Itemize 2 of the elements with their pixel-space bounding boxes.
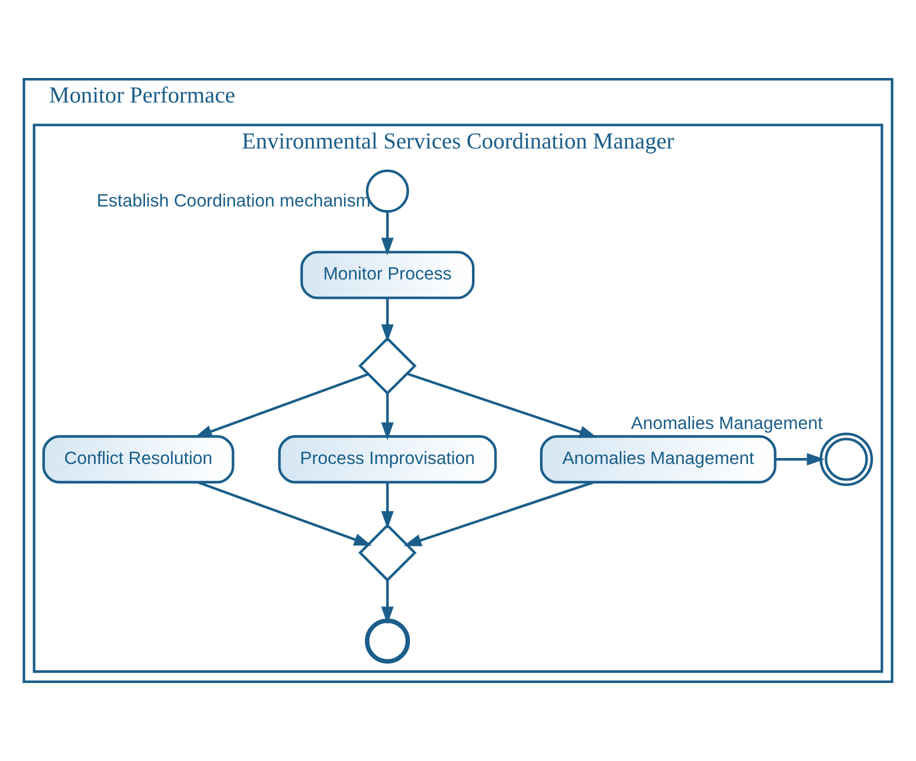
node-label: Establish Coordination mechanism [96,190,371,211]
node-label: Anomalies Management [630,413,823,434]
